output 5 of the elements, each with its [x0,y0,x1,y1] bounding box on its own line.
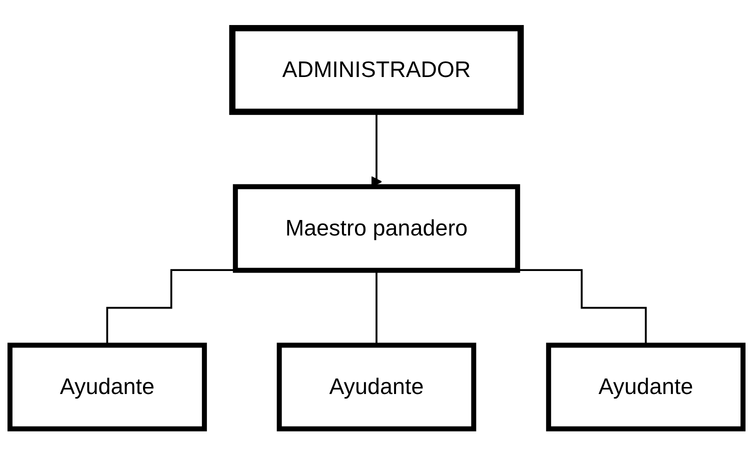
node-box: Maestro panadero [232,184,520,273]
node-box: Ayudante [7,342,207,432]
node-box: Ayudante [546,342,746,432]
node-box: ADMINISTRADOR [229,25,524,115]
node-box: Ayudante [276,342,476,432]
